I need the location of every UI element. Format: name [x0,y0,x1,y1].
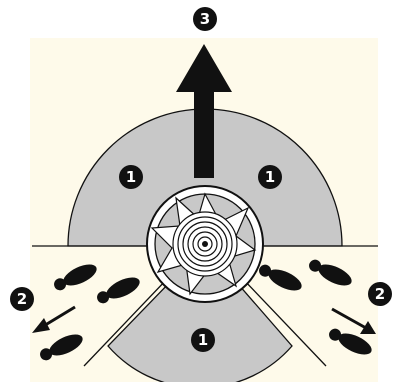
zone-marker-label: 1 [126,168,136,186]
zone-marker-label: 1 [265,168,275,186]
arrow-marker: 3 [193,7,217,31]
side-marker-right: 2 [368,282,392,306]
zone-marker-upper-right: 1 [258,165,282,189]
arrow-marker-label: 3 [200,10,210,28]
zone-marker-lower: 1 [191,328,215,352]
target-mat-icon [147,186,263,302]
zone-marker-label: 1 [198,331,208,349]
zone-marker-upper-left: 1 [119,165,143,189]
side-marker-left: 2 [10,287,34,311]
side-marker-label: 2 [17,290,27,308]
side-marker-label: 2 [375,285,385,303]
